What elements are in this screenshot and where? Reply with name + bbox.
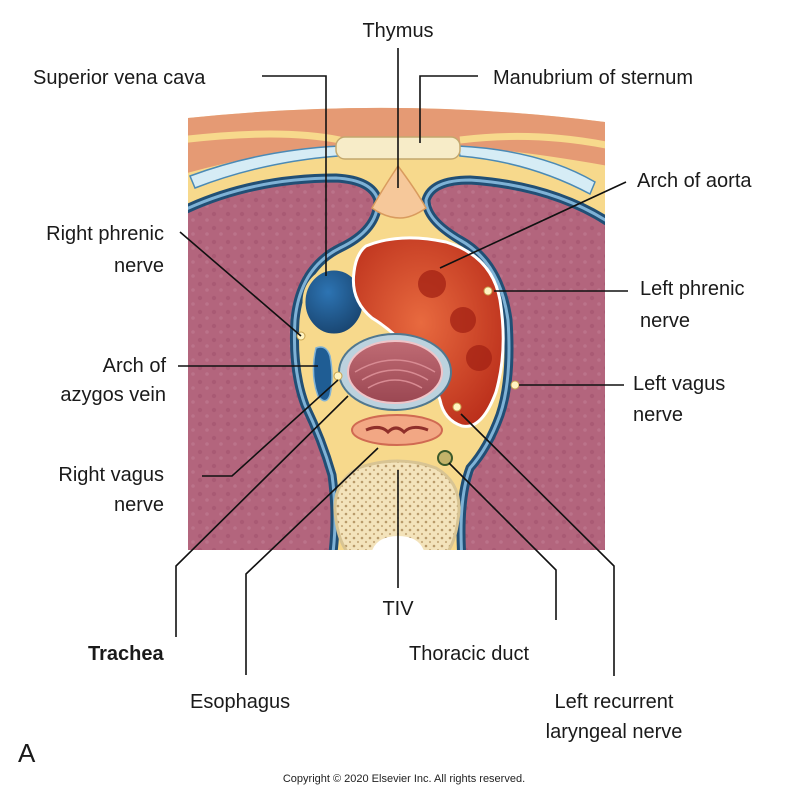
label-right-vagus-nerve-line1: Right vagus: [58, 464, 164, 486]
label-arch-of-azygos-vein-line2: azygos vein: [60, 384, 166, 406]
right-vagus-nerve-dot: [333, 371, 343, 381]
label-thymus: Thymus: [362, 20, 433, 42]
thymus-shape: [371, 164, 427, 219]
panel-letter: A: [18, 738, 36, 768]
left-recurrent-nerve-dot: [452, 402, 462, 412]
label-right-vagus-nerve-line2: nerve: [114, 494, 164, 516]
azygos-vein-shape: [312, 346, 333, 402]
left-phrenic-nerve-dot: [483, 286, 493, 296]
label-left-recurrent-laryngeal-nerve-line1: Left recurrent: [555, 691, 674, 713]
label-left-phrenic-nerve-line1: Left phrenic: [640, 278, 745, 300]
esophagus-shape: [351, 414, 443, 446]
label-arch-of-aorta: Arch of aorta: [637, 170, 752, 192]
label-tiv: TIV: [382, 598, 414, 620]
anatomy-panel: [188, 107, 605, 551]
aorta-arch-shape: [351, 236, 505, 428]
left-vagus-nerve-dot: [510, 380, 520, 390]
right-costal-cartilage: [457, 145, 596, 196]
label-arch-of-azygos-vein-line1: Arch of: [103, 355, 167, 377]
label-manubrium-of-sternum: Manubrium of sternum: [493, 67, 693, 89]
labels: Thymus Superior vena cava Manubrium of s…: [18, 20, 752, 785]
label-left-vagus-nerve-line1: Left vagus: [633, 373, 725, 395]
label-left-vagus-nerve-line2: nerve: [633, 404, 683, 426]
leader-lines: [175, 48, 628, 676]
label-right-phrenic-nerve-line2: nerve: [114, 255, 164, 277]
label-esophagus: Esophagus: [190, 691, 290, 713]
label-superior-vena-cava: Superior vena cava: [33, 67, 206, 89]
thoracic-duct-shape: [437, 450, 453, 466]
label-trachea: Trachea: [88, 643, 164, 665]
copyright-notice: Copyright © 2020 Elsevier Inc. All right…: [283, 773, 525, 785]
label-left-phrenic-nerve-line2: nerve: [640, 310, 690, 332]
label-right-phrenic-nerve-line1: Right phrenic: [46, 223, 164, 245]
label-thoracic-duct: Thoracic duct: [409, 643, 529, 665]
label-left-recurrent-laryngeal-nerve-line2: laryngeal nerve: [546, 721, 683, 743]
